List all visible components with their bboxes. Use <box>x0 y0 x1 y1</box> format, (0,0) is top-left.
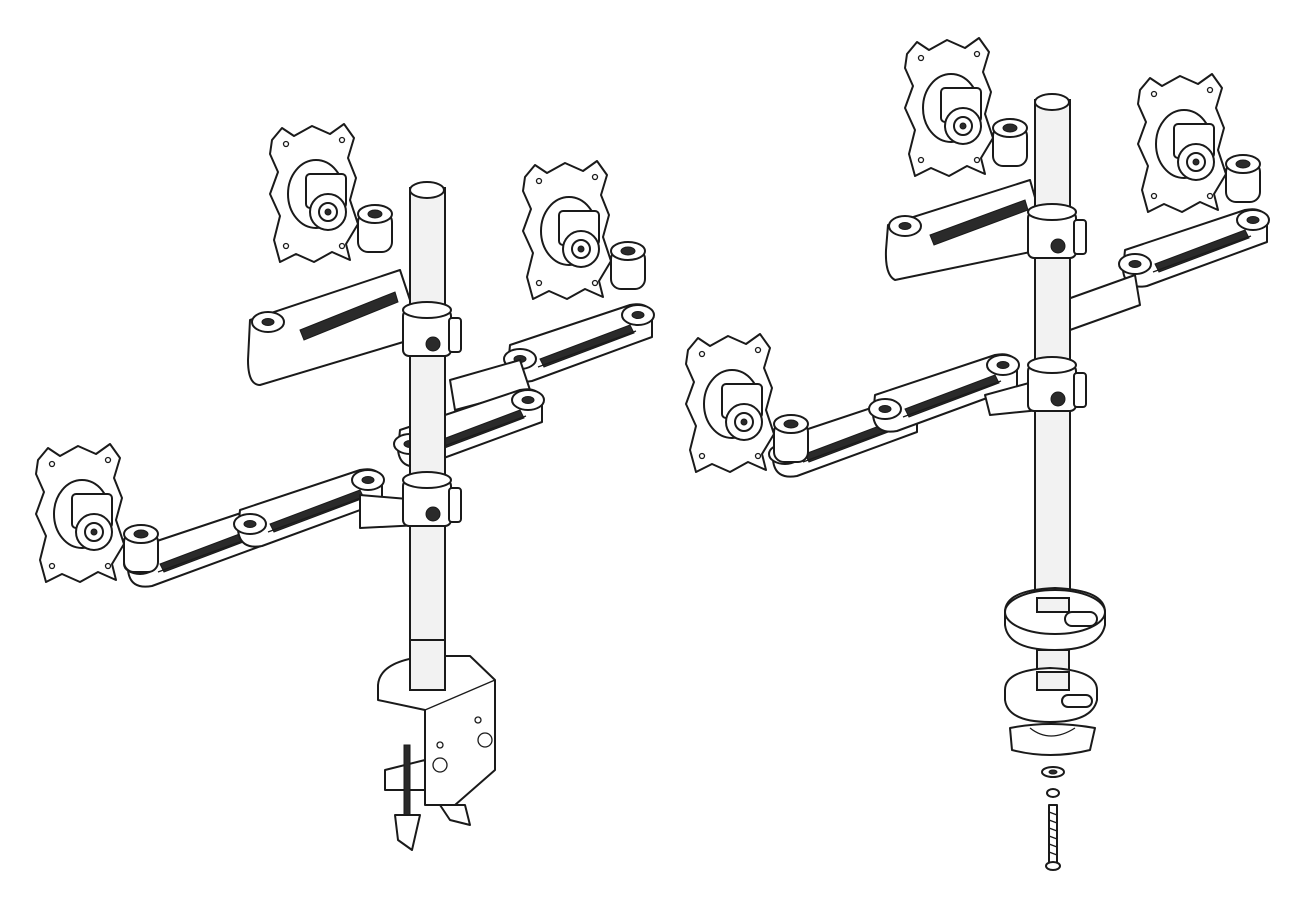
lower-arm-2 <box>768 353 1041 478</box>
upper-right-arm <box>393 303 655 468</box>
grommet-mount-assembly <box>685 37 1270 871</box>
vesa-plate-left-2 <box>685 333 809 473</box>
vesa-plate-top-2 <box>904 37 1028 177</box>
vesa-plate-top <box>269 123 393 263</box>
pole <box>409 187 446 689</box>
upper-left-arm-2 <box>884 179 1041 281</box>
vesa-plate-right <box>522 160 646 300</box>
pole-2 <box>1034 99 1071 606</box>
desk-clamp <box>377 639 496 851</box>
vesa-plate-right-2 <box>1137 73 1261 213</box>
vesa-plate-left <box>35 443 159 583</box>
upper-right-arm-2 <box>1064 208 1270 331</box>
grommet-base <box>1004 587 1106 871</box>
upper-left-arm <box>247 269 411 386</box>
clamp-mount-assembly <box>35 123 655 851</box>
lower-left-arm <box>123 468 421 588</box>
